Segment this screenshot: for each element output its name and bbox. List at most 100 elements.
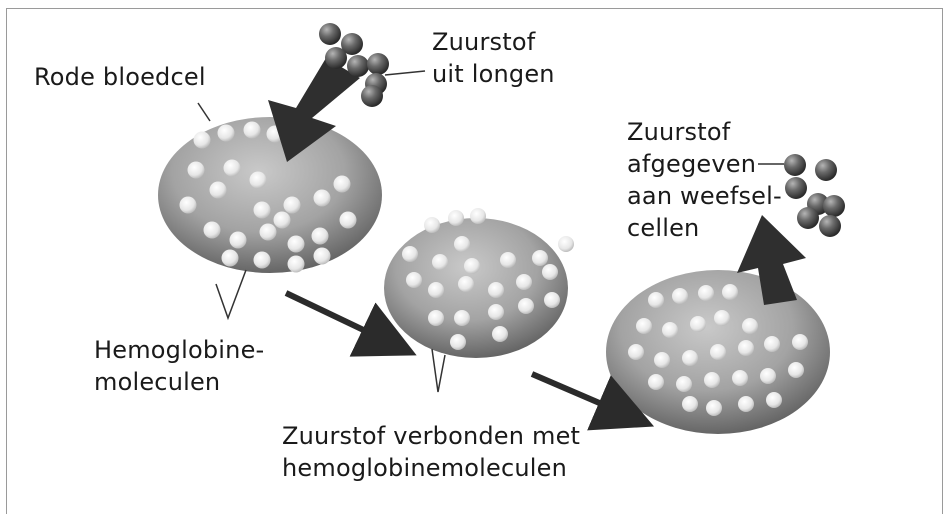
hemoglobin-dot xyxy=(448,210,464,226)
hemoglobin-dot xyxy=(766,392,782,408)
hemoglobin-dot xyxy=(764,336,780,352)
hemoglobin-dot xyxy=(792,334,808,350)
hemoglobin-dot xyxy=(284,197,301,214)
hemoglobin-dot xyxy=(250,172,267,189)
hemoglobin-dot xyxy=(260,224,277,241)
hemoglobin-dot xyxy=(722,284,738,300)
hemoglobin-dot xyxy=(188,162,205,179)
hemoglobin-dot xyxy=(710,344,726,360)
hemoglobin-dot xyxy=(628,344,644,360)
leader-bound xyxy=(432,349,445,392)
hemoglobin-dot xyxy=(274,212,291,229)
hemoglobin-dot xyxy=(518,298,534,314)
hemoglobin-dot xyxy=(542,264,558,280)
label-oxygen-from-lungs-1: Zuurstof xyxy=(432,27,535,57)
label-oxygen-released-2: afgegeven xyxy=(627,149,756,179)
hemoglobin-dot xyxy=(788,362,804,378)
oxygen-molecule xyxy=(819,215,841,237)
hemoglobin-dot xyxy=(454,236,470,252)
hemoglobin-dot xyxy=(204,222,221,239)
hemoglobin-dot xyxy=(428,282,444,298)
hemoglobin-dot xyxy=(488,304,504,320)
hemoglobin-dot xyxy=(654,352,670,368)
hemoglobin-dot xyxy=(244,122,261,139)
hemoglobin-dot xyxy=(464,258,480,274)
hemoglobin-dot xyxy=(760,368,776,384)
hemoglobin-dot xyxy=(312,228,329,245)
red-blood-cell-2 xyxy=(384,218,568,358)
hemoglobin-dot xyxy=(470,208,486,224)
oxygen-molecule xyxy=(797,207,819,229)
hemoglobin-dot xyxy=(454,310,470,326)
label-oxygen-from-lungs-2: uit longen xyxy=(432,59,555,89)
hemoglobin-dot xyxy=(492,326,508,342)
label-oxygen-bound-1: Zuurstof verbonden met xyxy=(282,421,580,451)
hemoglobin-dot xyxy=(704,372,720,388)
hemoglobin-dot xyxy=(516,274,532,290)
hemoglobin-dot xyxy=(532,250,548,266)
hemoglobin-dot xyxy=(424,217,440,233)
hemoglobin-dot xyxy=(428,310,444,326)
hemoglobin-dot xyxy=(706,400,722,416)
oxygen-molecule xyxy=(784,154,806,176)
oxygen-molecule xyxy=(823,195,845,217)
oxygen-molecule xyxy=(785,177,807,199)
hemoglobin-dot xyxy=(488,282,504,298)
hemoglobin-dot xyxy=(544,292,560,308)
hemoglobin-dot xyxy=(676,376,692,392)
leader-hemoglobin xyxy=(216,270,246,318)
hemoglobin-dot xyxy=(224,160,241,177)
hemoglobin-dot xyxy=(662,322,678,338)
label-red-blood-cell: Rode bloedcel xyxy=(34,62,206,92)
leader-rbc xyxy=(198,103,210,121)
oxygen-molecule xyxy=(319,23,341,45)
hemoglobin-dot xyxy=(288,256,305,273)
hemoglobin-dot xyxy=(210,182,227,199)
oxygen-molecules-released xyxy=(784,154,845,237)
hemoglobin-dot xyxy=(314,248,331,265)
oxygen-molecule xyxy=(815,159,837,181)
hemoglobin-dot xyxy=(682,350,698,366)
hemoglobin-dot xyxy=(450,334,466,350)
oxygen-molecule xyxy=(361,85,383,107)
hemoglobin-dot xyxy=(648,374,664,390)
oxygen-molecule xyxy=(347,55,369,77)
hemoglobin-dot xyxy=(672,288,688,304)
leader-oxygen-in xyxy=(385,71,425,75)
hemoglobin-dot xyxy=(334,176,351,193)
label-hemoglobin-1: Hemoglobine- xyxy=(94,335,264,365)
hemoglobin-dot xyxy=(500,252,516,268)
hemoglobin-dot xyxy=(402,246,418,262)
hemoglobin-dot xyxy=(254,252,271,269)
label-hemoglobin-2: moleculen xyxy=(94,367,220,397)
hemoglobin-dot xyxy=(690,316,706,332)
hemoglobin-dot xyxy=(714,310,730,326)
oxygen-molecule xyxy=(367,53,389,75)
hemoglobin-dot xyxy=(194,132,211,149)
label-oxygen-released-1: Zuurstof xyxy=(627,117,730,147)
hemoglobin-dot xyxy=(314,190,331,207)
hemoglobin-dot xyxy=(636,318,652,334)
hemoglobin-dot xyxy=(340,212,357,229)
hemoglobin-dot xyxy=(180,197,197,214)
label-oxygen-bound-2: hemoglobinemoleculen xyxy=(282,453,567,483)
hemoglobin-dot xyxy=(432,254,448,270)
hemoglobin-dot xyxy=(218,125,235,142)
hemoglobin-dot xyxy=(558,236,574,252)
label-oxygen-released-3: aan weefsel- xyxy=(627,181,782,211)
hemoglobin-dot xyxy=(406,272,422,288)
hemoglobin-dot xyxy=(732,370,748,386)
hemoglobin-dot xyxy=(738,340,754,356)
hemoglobin-dot xyxy=(230,232,247,249)
hemoglobin-dot xyxy=(254,202,271,219)
hemoglobin-dot xyxy=(698,285,714,301)
hemoglobin-dot xyxy=(682,396,698,412)
hemoglobin-dot xyxy=(222,250,239,267)
hemoglobin-dot xyxy=(742,318,758,334)
hemoglobin-dot xyxy=(648,292,664,308)
flow-arrow-1 xyxy=(286,293,395,345)
hemoglobin-dot xyxy=(738,396,754,412)
hemoglobin-dot xyxy=(458,276,474,292)
hemoglobin-dot xyxy=(288,236,305,253)
